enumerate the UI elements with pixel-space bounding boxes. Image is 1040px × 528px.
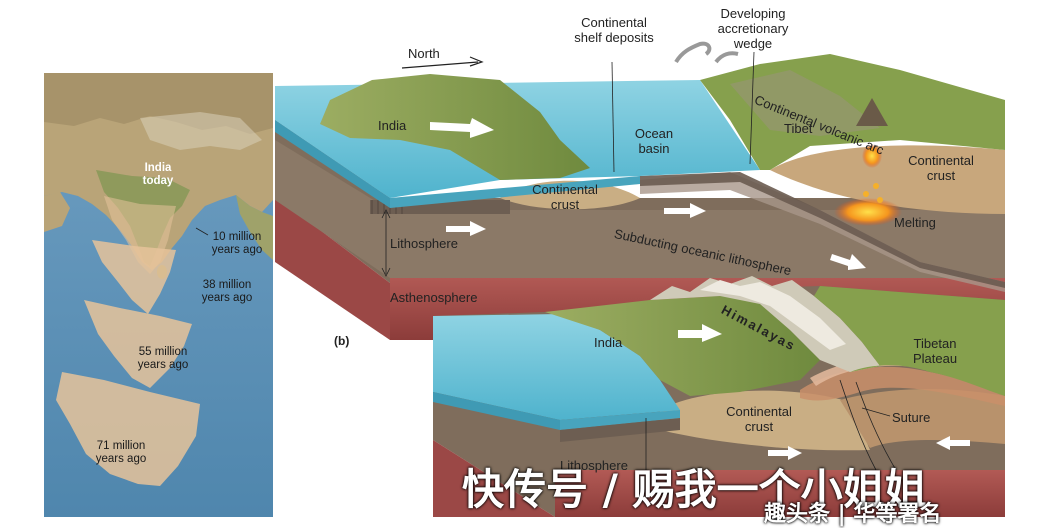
melting-label: Melting	[894, 215, 936, 230]
map-panel	[44, 73, 273, 517]
map-label-71my: 71 million years ago	[95, 440, 147, 465]
map-label-55my: 55 million years ago	[137, 346, 189, 371]
map-label-10my: 10 million years ago	[211, 231, 263, 256]
map-label-38my: 38 million years ago	[201, 279, 253, 304]
accretionary-wedge-label: Developing accretionary wedge	[717, 6, 789, 51]
lithosphere-label-bottom: Lithosphere	[560, 458, 628, 473]
bottom-block	[433, 276, 1005, 517]
north-arrow-line	[401, 61, 479, 69]
map-label-today: India today	[142, 162, 174, 187]
bottom-india-arrow	[678, 324, 722, 342]
suture-label: Suture	[892, 410, 931, 425]
india-motion-arrow	[430, 118, 494, 138]
continental-crust-bottom-label: Continental crust	[726, 404, 792, 434]
asthenosphere-label: Asthenosphere	[390, 290, 478, 305]
diagram-artwork	[44, 41, 1005, 517]
subduction-arrow	[830, 254, 866, 270]
tibet-label: Tibet	[784, 121, 813, 136]
continental-crust-left-label: Continental crust	[532, 182, 598, 212]
india-label-top: India	[378, 118, 407, 133]
shelf-deposits-label: Continental shelf deposits	[574, 15, 654, 45]
lithosphere-arrow-mid	[664, 203, 706, 218]
lithosphere-label-top: Lithosphere	[390, 236, 458, 251]
bottom-tibet-arrow	[936, 436, 970, 450]
watermark-line-2: 趣头条 | 华等署名	[764, 502, 942, 527]
lithosphere-arrow-left	[446, 221, 486, 236]
panel-letter-b: (b)	[334, 334, 350, 348]
map-10my-leader	[195, 227, 209, 236]
ocean-basin-label: Ocean basin	[634, 126, 674, 156]
watermark-line-1: 快传号 / 赐我一个小姐姐	[462, 465, 927, 514]
bottom-lith-arrow	[768, 446, 802, 460]
tibetan-plateau-label: Tibetan Plateau	[912, 336, 958, 366]
india-label-bottom: India	[594, 335, 623, 350]
north-label: North	[408, 46, 440, 61]
continental-crust-right-label: Continental crust	[908, 153, 974, 183]
